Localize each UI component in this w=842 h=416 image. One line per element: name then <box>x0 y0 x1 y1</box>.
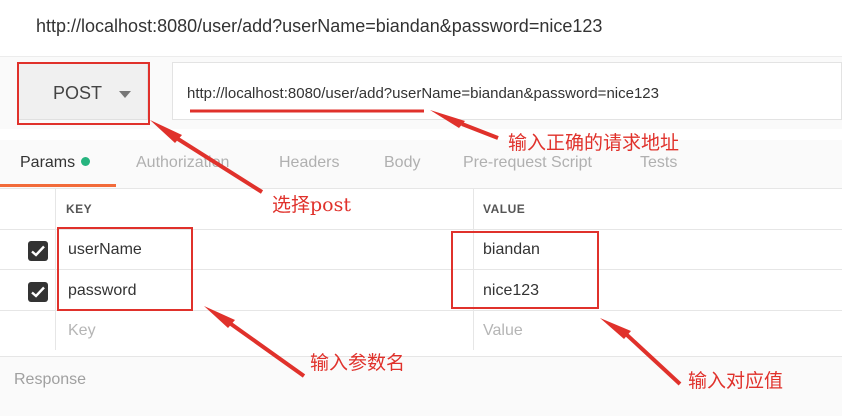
table-divider <box>0 310 842 311</box>
param-value-cell[interactable]: nice123 <box>483 282 540 299</box>
new-value-input[interactable]: Value <box>483 322 523 339</box>
tab-params-label: Params <box>20 154 76 171</box>
column-header-key: KEY <box>66 202 93 216</box>
annotation-box-keys <box>57 227 193 311</box>
annotation-param-value-text: 输入对应值 <box>688 370 784 392</box>
tab-pre-request-script[interactable]: Pre-request Script <box>463 154 592 171</box>
tab-tests[interactable]: Tests <box>640 154 678 171</box>
arrow-shaft <box>625 333 682 386</box>
arrow-icon <box>430 110 465 128</box>
tab-params[interactable]: Params <box>20 154 91 172</box>
arrow-icon <box>150 120 182 143</box>
table-divider <box>0 188 842 189</box>
param-value-cell[interactable]: biandan <box>483 241 540 258</box>
arrow-icon <box>600 318 631 339</box>
column-header-value: VALUE <box>483 202 526 216</box>
checkmark-icon <box>31 245 45 257</box>
active-tab-indicator <box>0 184 116 187</box>
param-key-cell[interactable]: userName <box>68 241 142 258</box>
request-bar: POST http://localhost:8080/user/add?user… <box>0 57 842 129</box>
response-label: Response <box>14 371 87 388</box>
tab-body[interactable]: Body <box>384 154 421 171</box>
arrow-shaft <box>176 137 264 194</box>
arrow-shaft <box>229 322 306 378</box>
url-input[interactable]: http://localhost:8080/user/add?userName=… <box>172 62 842 120</box>
new-key-input[interactable]: Key <box>68 322 96 339</box>
checkmark-icon <box>31 286 45 298</box>
arrow-icon <box>204 306 235 328</box>
annotation-param-name-text: 输入参数名 <box>310 352 406 374</box>
table-divider <box>0 229 842 230</box>
params-table: KEY VALUE userName biandan password nice… <box>0 188 842 354</box>
annotation-url-text: 输入正确的请求地址 <box>508 132 680 154</box>
row-checkbox[interactable] <box>28 241 48 261</box>
table-divider <box>0 269 842 270</box>
annotation-method-text: 选择post <box>272 194 351 216</box>
method-label: POST <box>53 83 103 103</box>
window-title-bar: http://localhost:8080/user/add?userName=… <box>0 0 842 57</box>
param-key-cell[interactable]: password <box>68 282 137 299</box>
response-panel: Response <box>0 356 842 416</box>
annotation-box-values <box>451 231 599 309</box>
tab-headers[interactable]: Headers <box>279 154 340 171</box>
url-value: http://localhost:8080/user/add?userName=… <box>187 85 659 102</box>
status-dot-icon <box>81 157 91 166</box>
row-checkbox[interactable] <box>28 282 48 302</box>
arrow-shaft <box>461 122 499 140</box>
window-title: http://localhost:8080/user/add?userName=… <box>36 16 603 36</box>
annotation-box-method <box>17 62 150 125</box>
chevron-down-icon <box>119 91 131 98</box>
